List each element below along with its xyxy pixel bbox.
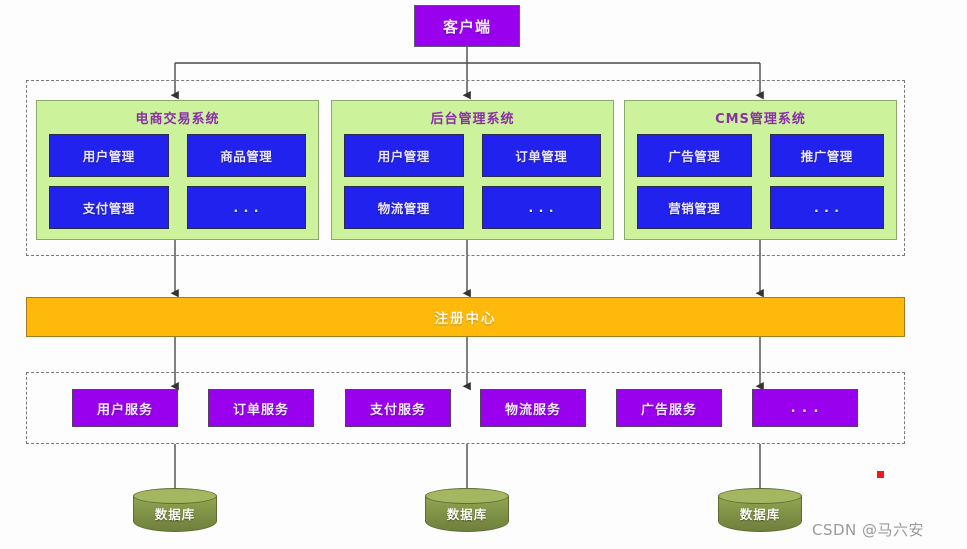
red-marker-dot — [877, 471, 884, 478]
service-box-payment[interactable]: 支付服务 — [345, 389, 451, 427]
module-box[interactable]: . . . — [769, 186, 884, 229]
system-title: 后台管理系统 — [430, 112, 515, 127]
database-label: 数据库 — [154, 507, 196, 522]
system-panel-backend[interactable]: 后台管理系统 用户管理 订单管理 物流管理 . . . — [331, 100, 614, 240]
database-top-ellipse — [133, 488, 217, 504]
system-title: 电商交易系统 — [135, 112, 220, 127]
module-box[interactable]: 用户管理 — [344, 134, 464, 177]
service-box-logistics[interactable]: 物流服务 — [480, 389, 586, 427]
database-top-ellipse — [425, 488, 509, 504]
registry-center-node[interactable]: 注册中心 — [26, 297, 905, 337]
module-box[interactable]: 物流管理 — [344, 186, 464, 229]
module-box[interactable]: . . . — [186, 186, 306, 229]
watermark-text: CSDN @马六安 — [812, 521, 925, 539]
module-box[interactable]: 推广管理 — [769, 134, 884, 177]
database-cylinder[interactable]: 数据库 — [718, 488, 802, 536]
module-box[interactable]: . . . — [481, 186, 601, 229]
systems-zone — [26, 80, 905, 256]
system-title: CMS管理系统 — [715, 112, 806, 127]
service-box-order[interactable]: 订单服务 — [208, 389, 314, 427]
module-box[interactable]: 广告管理 — [637, 134, 752, 177]
database-label: 数据库 — [446, 507, 488, 522]
service-box-user[interactable]: 用户服务 — [72, 389, 178, 427]
client-node[interactable]: 客户端 — [414, 5, 520, 47]
module-box[interactable]: 支付管理 — [49, 186, 169, 229]
database-top-ellipse — [718, 488, 802, 504]
module-box[interactable]: 用户管理 — [49, 134, 169, 177]
module-grid: 用户管理 商品管理 支付管理 . . . — [49, 134, 306, 229]
module-grid: 广告管理 推广管理 营销管理 . . . — [637, 134, 884, 229]
module-box[interactable]: 营销管理 — [637, 186, 752, 229]
service-box-more[interactable]: . . . — [752, 389, 858, 427]
module-box[interactable]: 订单管理 — [481, 134, 601, 177]
module-grid: 用户管理 订单管理 物流管理 . . . — [344, 134, 601, 229]
services-zone — [26, 372, 905, 444]
database-cylinder[interactable]: 数据库 — [133, 488, 217, 536]
client-label: 客户端 — [442, 17, 491, 36]
database-label: 数据库 — [739, 507, 781, 522]
database-cylinder[interactable]: 数据库 — [425, 488, 509, 536]
system-panel-ecommerce[interactable]: 电商交易系统 用户管理 商品管理 支付管理 . . . — [36, 100, 319, 240]
service-box-advertising[interactable]: 广告服务 — [616, 389, 722, 427]
registry-label: 注册中心 — [434, 311, 497, 327]
module-box[interactable]: 商品管理 — [186, 134, 306, 177]
system-panel-cms[interactable]: CMS管理系统 广告管理 推广管理 营销管理 . . . — [624, 100, 897, 240]
